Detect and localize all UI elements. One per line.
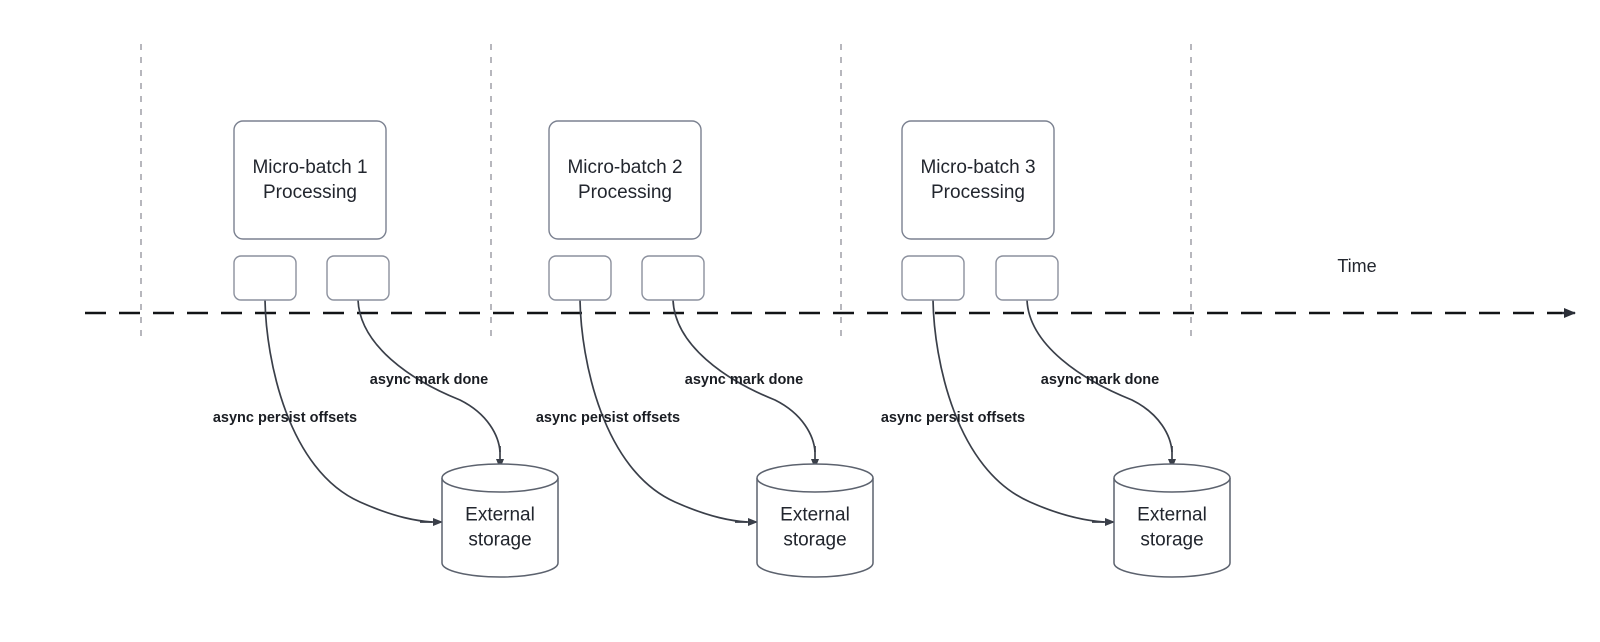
async-persist-offsets-edge: async persist offsets	[881, 299, 1115, 526]
micro-batch-process-box[interactable]: Micro-batch 1 Processing	[233, 120, 387, 240]
micro-batch-process-box-label-line1: Micro-batch 2	[567, 157, 682, 178]
persist-offsets-task[interactable]	[233, 255, 297, 301]
micro-batch-process-box-label-line2: Processing	[263, 182, 357, 203]
micro-batch-process-box-label-line1: Micro-batch 3	[920, 157, 1035, 178]
async-mark-done-edge: async mark done	[672, 299, 819, 469]
async-mark-done-edge-label: async mark done	[1041, 372, 1159, 388]
persist-offsets-task[interactable]	[901, 255, 965, 301]
async-persist-offsets-edge: async persist offsets	[536, 299, 758, 526]
async-mark-done-edge-path	[672, 299, 816, 453]
external-storage-label-line1: External	[780, 505, 850, 526]
external-storage-label-line2: storage	[468, 530, 531, 551]
external-storage-label-line1: External	[1137, 505, 1207, 526]
micro-batch-group-2: async persist offsets async mark done Micr…	[536, 120, 874, 578]
async-persist-offsets-edge-label: async persist offsets	[881, 410, 1025, 426]
async-mark-done-edge-label: async mark done	[685, 372, 803, 388]
async-mark-done-edge-label: async mark done	[370, 372, 488, 388]
external-storage-label-line2: storage	[1140, 530, 1203, 551]
micro-batch-process-box-shape[interactable]	[901, 120, 1055, 240]
database-cylinder-top-icon	[441, 463, 559, 493]
database-cylinder-icon	[1113, 478, 1231, 578]
micro-batch-group-3: async persist offsets async mark done Micr…	[881, 120, 1231, 578]
micro-batch-groups: async persist offsets async mark done Micr…	[213, 120, 1231, 578]
micro-batch-process-box-label-line2: Processing	[578, 182, 672, 203]
mark-done-task[interactable]	[641, 255, 705, 301]
async-persist-offsets-edge-path	[579, 299, 748, 523]
time-axis-label: Time	[1337, 256, 1376, 276]
micro-batch-group-1: async persist offsets async mark done Micr…	[213, 120, 559, 578]
micro-batch-process-box[interactable]: Micro-batch 2 Processing	[548, 120, 702, 240]
batch-boundary-lines	[140, 44, 1192, 341]
external-storage-node[interactable]: External storage	[441, 463, 559, 578]
micro-batch-process-box-shape[interactable]	[548, 120, 702, 240]
mark-done-task[interactable]	[326, 255, 390, 301]
async-persist-offsets-edge-label: async persist offsets	[213, 410, 357, 426]
async-mark-done-edge-path	[1026, 299, 1173, 453]
persist-offsets-task[interactable]	[548, 255, 612, 301]
async-persist-offsets-edge-path	[932, 299, 1105, 523]
micro-batch-process-box-shape[interactable]	[233, 120, 387, 240]
async-persist-offsets-edge-path	[264, 299, 433, 523]
async-persist-offsets-edge-label: async persist offsets	[536, 410, 680, 426]
async-mark-done-edge-path	[357, 299, 501, 453]
database-cylinder-icon	[441, 478, 559, 578]
database-cylinder-icon	[756, 478, 874, 578]
mark-done-task[interactable]	[995, 255, 1059, 301]
async-persist-offsets-edge: async persist offsets	[213, 299, 443, 526]
micro-batch-process-box[interactable]: Micro-batch 3 Processing	[901, 120, 1055, 240]
micro-batch-process-box-label-line2: Processing	[931, 182, 1025, 203]
external-storage-label-line1: External	[465, 505, 535, 526]
async-mark-done-edge: async mark done	[357, 299, 504, 469]
external-storage-node[interactable]: External storage	[756, 463, 874, 578]
external-storage-node[interactable]: External storage	[1113, 463, 1231, 578]
micro-batch-process-box-label-line1: Micro-batch 1	[252, 157, 367, 178]
database-cylinder-top-icon	[1113, 463, 1231, 493]
time-axis-label-layer: Time	[1337, 256, 1376, 276]
external-storage-label-line2: storage	[783, 530, 846, 551]
async-mark-done-edge: async mark done	[1026, 299, 1176, 469]
database-cylinder-top-icon	[756, 463, 874, 493]
